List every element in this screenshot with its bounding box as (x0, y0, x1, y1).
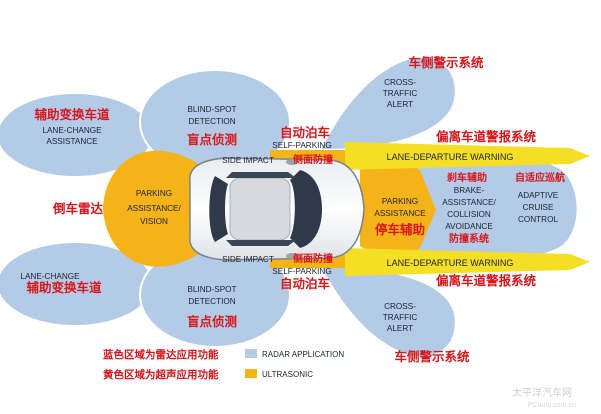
lane-departure-top-en: LANE-DEPARTURE WARNING (387, 152, 514, 162)
cross-traffic-bottom-en-3: ALERT (387, 324, 413, 333)
cross-traffic-bottom-en-2: TRAFFIC (383, 313, 418, 322)
brake-assist-en-3: COLLISION (447, 210, 491, 219)
blind-spot-top-en-1: BLIND-SPOT (187, 105, 236, 114)
lane-departure-top-zh: 偏离车道警报系统 (436, 129, 537, 144)
adaptive-cruise-en-3: CONTROL (518, 215, 558, 224)
car-windshield (290, 170, 322, 248)
brake-assist-zh-bottom: 防撞系统 (449, 232, 489, 245)
parking-rear-zh: 倒车雷达 (52, 201, 104, 216)
blind-spot-top-en-2: DETECTION (188, 117, 235, 126)
lane-change-bottom-en: LANE-CHANGE (20, 272, 80, 281)
legend-ultrasonic-zh: 黄色区域为超声应用功能 (103, 368, 219, 381)
legend-ultrasonic-swatch (245, 369, 257, 378)
self-parking-top-zh: 自动泊车 (280, 125, 331, 140)
brake-assist-zh-top: 刹车辅助 (447, 171, 487, 184)
lane-departure-bottom-band (345, 248, 590, 276)
self-parking-bottom-en: SELF-PARKING (272, 267, 331, 276)
mirror-left (286, 159, 298, 165)
side-impact-bottom-en: SIDE IMPACT (222, 255, 274, 264)
cross-traffic-bottom-zone (318, 264, 457, 359)
car-rear-window (209, 176, 228, 242)
car-side-window-top (226, 172, 296, 178)
parking-front-zh: 停车辅助 (375, 222, 425, 237)
side-impact-top-zh: 侧面防撞 (293, 153, 333, 166)
parking-rear-en-3: VISION (140, 217, 168, 226)
lane-departure-top-band (345, 142, 590, 170)
blind-spot-bottom-en-1: BLIND-SPOT (187, 285, 236, 294)
cross-traffic-top-zh: 车侧警示系统 (408, 55, 484, 70)
blind-spot-top-zh: 盲点侦测 (187, 132, 237, 147)
lane-change-bottom-zh: 辅助变换车道 (26, 280, 102, 295)
side-impact-top-en: SIDE IMPACT (222, 156, 274, 165)
self-parking-top-en: SELF-PARKING (272, 141, 331, 150)
parking-front-en-2: ASSISTANCE (374, 209, 426, 218)
watermark-line2: PCauto.com.cn (528, 402, 576, 409)
cross-traffic-bottom-zh: 车侧警示系统 (394, 349, 470, 364)
mirror-right (286, 253, 298, 259)
parking-rear-en-2: ASSISTANCE/ (127, 204, 181, 213)
car-top-view (189, 157, 365, 261)
adaptive-cruise-zh: 自适应巡航 (515, 171, 565, 184)
legend-radar-swatch (245, 349, 257, 358)
self-parking-bottom-zh: 自动泊车 (280, 276, 331, 291)
parking-front-en-1: PARKING (382, 197, 418, 206)
parking-rear-en-1: PARKING (136, 189, 172, 198)
legend-radar-zh: 蓝色区域为雷达应用功能 (103, 348, 219, 361)
cross-traffic-top-en-2: TRAFFIC (383, 89, 418, 98)
car-side-window-bottom (226, 240, 296, 246)
brake-assist-en-4: AVOIDANCE (445, 222, 493, 231)
blind-spot-bottom-en-2: DETECTION (188, 297, 235, 306)
rear-parking-zone (103, 150, 205, 267)
brake-assist-en-1: BRAKE- (454, 186, 485, 195)
car-roof (229, 177, 291, 241)
brake-assist-en-2: ASSISTANCE/ (442, 198, 496, 207)
blind-spot-bottom-zh: 盲点侦测 (187, 314, 237, 329)
legend: 蓝色区域为雷达应用功能 RADAR APPLICATION 黄色区域为超声应用功… (103, 348, 344, 381)
legend-ultrasonic-en: ULTRASONIC (262, 370, 313, 379)
lane-change-top-en-2: ASSISTANCE (46, 137, 98, 146)
lane-departure-bottom-zh: 偏离车道警报系统 (436, 273, 537, 288)
legend-radar-en: RADAR APPLICATION (262, 350, 344, 359)
cross-traffic-top-en-3: ALERT (387, 100, 413, 109)
lane-change-top-zh: 辅助变换车道 (34, 107, 110, 122)
cross-traffic-bottom-en-1: CROSS- (384, 302, 416, 311)
lane-departure-bottom-en: LANE-DEPARTURE WARNING (387, 258, 514, 268)
cross-traffic-top-en-1: CROSS- (384, 78, 416, 87)
radar-zones (0, 55, 579, 359)
cross-traffic-top-zone (318, 55, 457, 152)
watermark-line1: 太平洋汽车网 (512, 386, 572, 399)
adaptive-cruise-en-1: ADAPTIVE (518, 191, 559, 200)
adaptive-cruise-en-2: CRUISE (523, 203, 554, 212)
front-parking-zone (360, 163, 436, 255)
lane-departure-bands (345, 142, 590, 276)
side-impact-bottom-zh: 侧面防撞 (293, 252, 333, 265)
lane-change-top-en-1: LANE-CHANGE (42, 126, 102, 135)
